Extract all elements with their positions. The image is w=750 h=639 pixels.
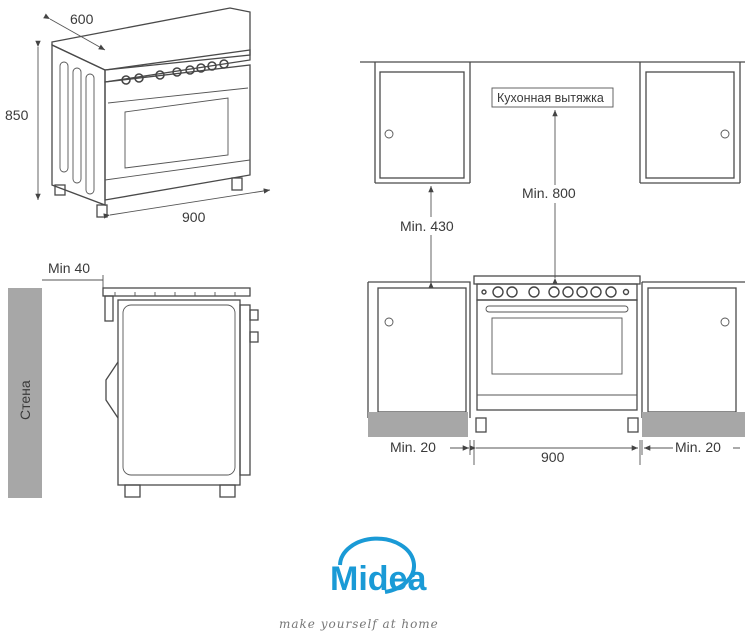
- install-width-label: 900: [541, 449, 565, 465]
- midea-logo: Midea make yourself at home: [279, 536, 439, 631]
- min-cabinet-label: Min. 430: [400, 218, 454, 234]
- stove-front: [473, 275, 641, 433]
- brand-slogan: make yourself at home: [279, 617, 439, 631]
- clearance-label: Min 40: [48, 260, 90, 276]
- installation-front-view: Кухонная вытяжка Min. 800 Min. 430 Min. …: [360, 61, 745, 465]
- wall: [8, 288, 42, 498]
- depth-label: 600: [70, 11, 94, 27]
- control-knobs: [121, 59, 229, 85]
- min-hood-label: Min. 800: [522, 185, 576, 201]
- width-label: 900: [182, 209, 206, 225]
- stove-side-view: Стена Min 40: [8, 260, 259, 498]
- hood-label: Кухонная вытяжка: [497, 91, 604, 105]
- brand-name: Midea: [330, 560, 427, 598]
- min-left-label: Min. 20: [390, 439, 436, 455]
- height-label: 850: [5, 107, 29, 123]
- wall-label: Стена: [17, 380, 33, 420]
- min-right-label: Min. 20: [675, 439, 721, 455]
- stove-3d-view: 600 850 900: [5, 7, 271, 225]
